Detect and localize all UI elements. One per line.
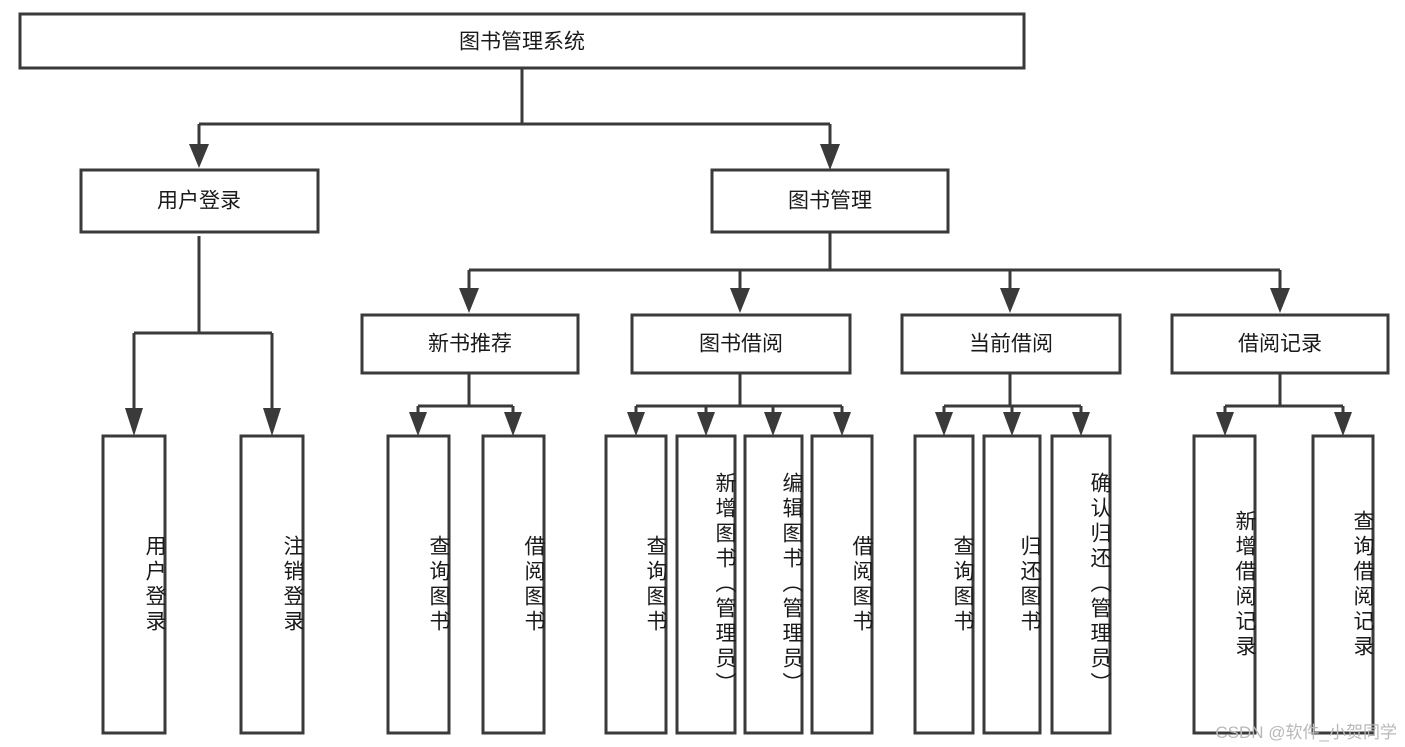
leaf-query-book-3-box[interactable] [913,434,975,735]
node-book-manage-label: 图书管理 [788,190,872,213]
arrow-leaf-query-book-2 [627,412,645,436]
node-book-manage[interactable]: 图书管理 [710,168,950,234]
connector-group-user-login-to-leaves [125,236,281,436]
arrow-leaf-add-book [697,412,715,436]
arrow-book-borrow [730,288,750,313]
arrow-leaf-query-book-1 [409,412,427,436]
node-book-manage-box[interactable] [710,168,950,234]
leaf-query-record-box[interactable] [1311,434,1375,735]
leaf-borrow-book-2-box[interactable] [810,434,874,735]
arrow-leaf-confirm-return [1072,412,1090,436]
node-user-login[interactable]: 用户登录 [79,168,320,234]
connector-group-borrow-record-to-leaves [1216,373,1352,436]
arrow-leaf-return-book [1003,412,1021,436]
node-current-borrow[interactable]: 当前借阅 [900,313,1122,375]
leaf-user-login-box[interactable] [101,434,167,735]
arrow-leaf-query-record [1334,412,1352,436]
node-book-borrow-label: 图书借阅 [699,333,783,356]
leaf-boxes-group [101,434,1375,735]
connector-group-book-manage-to-level3 [459,232,1290,313]
connector-group-current-borrow-to-leaves [935,373,1090,436]
leaf-add-book-box[interactable] [675,434,737,735]
arrow-leaf-query-book-3 [935,412,953,436]
leaf-query-book-1-box[interactable] [386,434,451,735]
node-book-borrow-box[interactable] [630,313,852,375]
node-borrow-record-box[interactable] [1170,313,1390,375]
node-new-book-recommend-label: 新书推荐 [428,333,512,356]
arrow-leaf-borrow-book-1 [504,412,522,436]
leaf-confirm-return-box[interactable] [1050,434,1112,735]
node-borrow-record[interactable]: 借阅记录 [1170,313,1390,375]
arrow-leaf-add-record [1216,412,1234,436]
leaf-borrow-book-1-box[interactable] [481,434,546,735]
node-root-label: 图书管理系统 [459,31,585,54]
connector-group-root-to-level2 [189,68,840,170]
node-current-borrow-box[interactable] [900,313,1122,375]
arrow-current-borrow [1000,288,1020,313]
leaf-add-record-box[interactable] [1192,434,1257,735]
arrow-borrow-record [1270,288,1290,313]
node-new-book-recommend-box[interactable] [360,313,580,375]
leaf-return-book-box[interactable] [982,434,1042,735]
leaf-logout-login-box[interactable] [239,434,305,735]
node-user-login-box[interactable] [79,168,320,234]
arrow-new-book-recommend [459,288,479,313]
leaf-edit-book-box[interactable] [743,434,804,735]
arrow-leaf-user-login [125,408,143,436]
connector-group-book-borrow-to-leaves [627,373,851,436]
arrow-user-login [189,144,209,168]
node-user-login-label: 用户登录 [157,190,241,213]
node-root-box[interactable] [18,12,1026,70]
arrow-leaf-edit-book [764,412,782,436]
arrow-book-manage [820,144,840,170]
node-new-book-recommend[interactable]: 新书推荐 [360,313,580,375]
csdn-watermark: CSDN @软件_小贺同学 [1215,723,1397,742]
node-current-borrow-label: 当前借阅 [969,333,1053,356]
connector-group-new-book-to-leaves [409,373,522,436]
arrow-leaf-logout-login [263,408,281,436]
leaf-query-book-2-box[interactable] [604,434,668,735]
arrow-leaf-borrow-book-2 [833,412,851,436]
node-root[interactable]: 图书管理系统 [18,12,1026,70]
node-book-borrow[interactable]: 图书借阅 [630,313,852,375]
node-borrow-record-label: 借阅记录 [1238,333,1322,356]
